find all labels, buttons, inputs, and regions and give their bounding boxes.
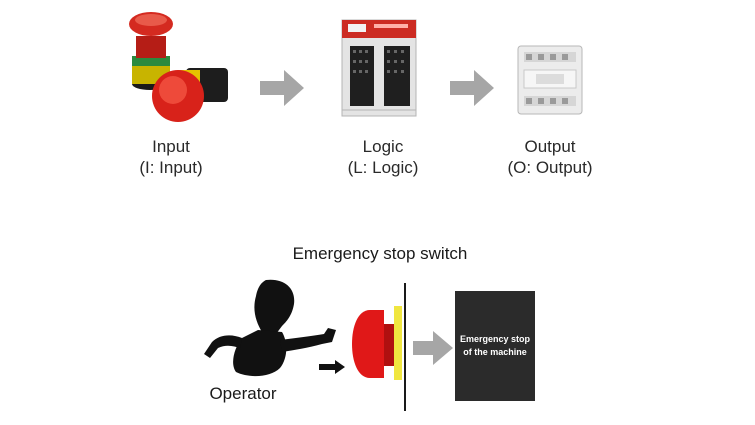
output-stage-label: Output (O: Output) xyxy=(470,136,630,178)
machine-stop-line2: of the machine xyxy=(463,347,527,357)
safety-controller-image xyxy=(341,19,417,117)
logic-label: Logic xyxy=(362,137,404,156)
stop-arrow xyxy=(413,331,453,365)
flow-arrow-2 xyxy=(450,70,494,106)
logic-sublabel: (L: Logic) xyxy=(347,158,419,177)
machine-stop-box: Emergency stop of the machine xyxy=(455,291,535,401)
machine-stop-line1: Emergency stop xyxy=(459,334,531,344)
output-sublabel: (O: Output) xyxy=(507,158,593,177)
flow-arrow-1 xyxy=(260,70,304,106)
machine-stop-text: Emergency stop of the machine xyxy=(455,333,535,359)
input-label: Input xyxy=(152,137,190,156)
panel-divider-line xyxy=(404,283,406,411)
emergency-stop-switch-image xyxy=(352,310,400,378)
input-stage-label: Input (I: Input) xyxy=(91,136,251,178)
push-arrow xyxy=(319,360,345,374)
switch-panel-yellow xyxy=(394,306,402,380)
operator-silhouette xyxy=(204,279,336,377)
operator-label: Operator xyxy=(209,384,277,403)
contactor-image xyxy=(517,45,583,115)
input-sublabel: (I: Input) xyxy=(139,158,203,177)
diagram-title: Emergency stop switch xyxy=(292,244,468,263)
emergency-stop-buttons-image xyxy=(129,12,228,122)
output-label: Output xyxy=(524,137,576,156)
logic-stage-label: Logic (L: Logic) xyxy=(303,136,463,178)
